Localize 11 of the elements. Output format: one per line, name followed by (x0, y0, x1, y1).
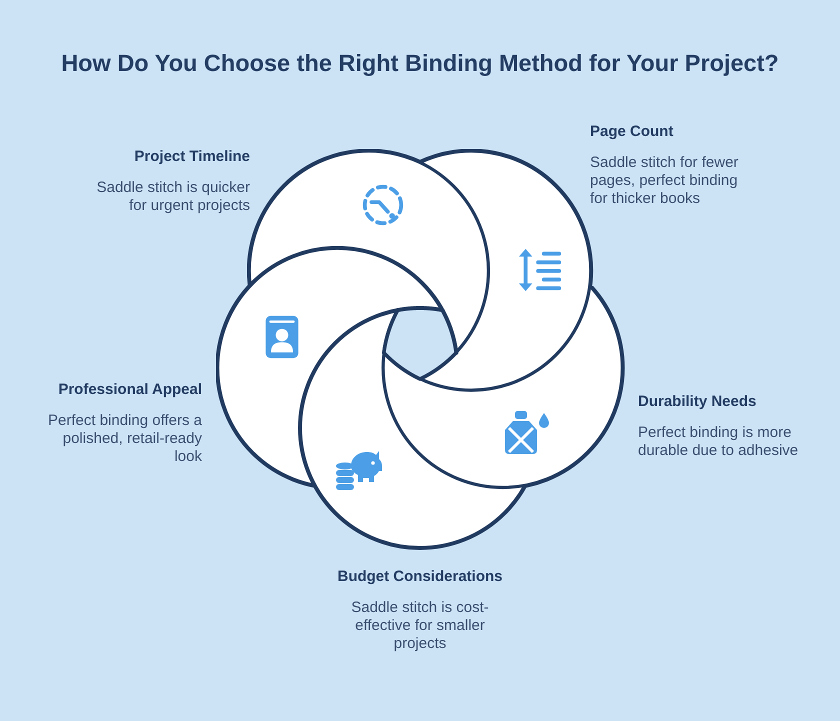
section-heading: Page Count (590, 122, 674, 142)
description-text: Perfect binding offers a polished, retail-ready look (47, 412, 202, 466)
description-text: Saddle stitch for fewer pages, perfect binding for thicker books (590, 154, 740, 208)
diagram-title: How Do You Choose the Right Binding Method for Your Project? (61, 49, 779, 77)
section-heading: Project Timeline (134, 147, 250, 167)
section-heading: Durability Needs (638, 392, 756, 412)
section-heading: Professional Appeal (58, 380, 202, 400)
description-text: Perfect binding is more durable due to adhesive (638, 424, 800, 460)
description-text: Saddle stitch is cost-effective for smaller projects (350, 599, 490, 653)
section-heading: Budget Considerations (337, 567, 502, 587)
description-text: Saddle stitch is quicker for urgent projects (96, 179, 250, 215)
